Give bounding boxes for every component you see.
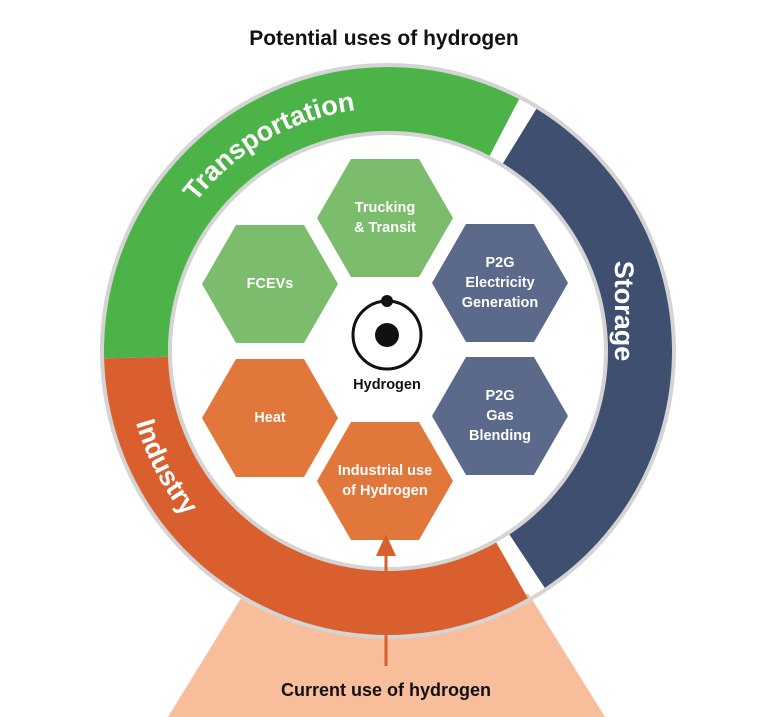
hexagon-shape (432, 224, 568, 342)
hexagon-label-line: FCEVs (247, 276, 294, 292)
hexagon-label-line: P2G (485, 388, 514, 404)
hexagon-shape (317, 159, 453, 277)
hexagon-label-line: & Transit (354, 220, 416, 236)
hexagon-label-line: Electricity (465, 275, 534, 291)
hexagon-label-line: of Hydrogen (342, 483, 427, 499)
hexagon-shape (202, 225, 338, 343)
hexagon-shape (317, 422, 453, 540)
hexagon-industrial-use: Industrial use of Hydrogen (317, 422, 453, 540)
hexagon-trucking-transit: Trucking & Transit (317, 159, 453, 277)
ring-segment-transportation (104, 66, 520, 359)
wheel-outer-rim (100, 63, 676, 639)
hexagon-fcevs: FCEVs (202, 225, 338, 343)
wheel-background (108, 71, 668, 631)
hexagon-shape (202, 359, 338, 477)
hexagon-heat: Heat (202, 359, 338, 477)
current-use-arrow-head (376, 534, 396, 556)
hydrogen-atom-icon (351, 295, 423, 371)
hexagon-label-line: P2G (485, 255, 514, 271)
hexagon-label-line: Gas (486, 408, 513, 424)
wheel-inner-rim (168, 131, 608, 571)
diagram-title: Potential uses of hydrogen (249, 27, 519, 50)
hexagon-label-line: Trucking (355, 200, 415, 216)
hexagon-label-line: Generation (462, 295, 539, 311)
ring-segment-storage (502, 108, 672, 588)
center-label: Hydrogen (353, 377, 421, 393)
ring-segment-industry (104, 356, 528, 635)
hexagon-label-line: Heat (254, 410, 286, 426)
ring-label-storage: Storage (609, 261, 639, 362)
hexagon-label-line: Industrial use (338, 463, 432, 479)
current-use-label: Current use of hydrogen (281, 680, 491, 700)
hexagon-label-line: Blending (469, 428, 531, 444)
hexagon-shape (432, 357, 568, 475)
